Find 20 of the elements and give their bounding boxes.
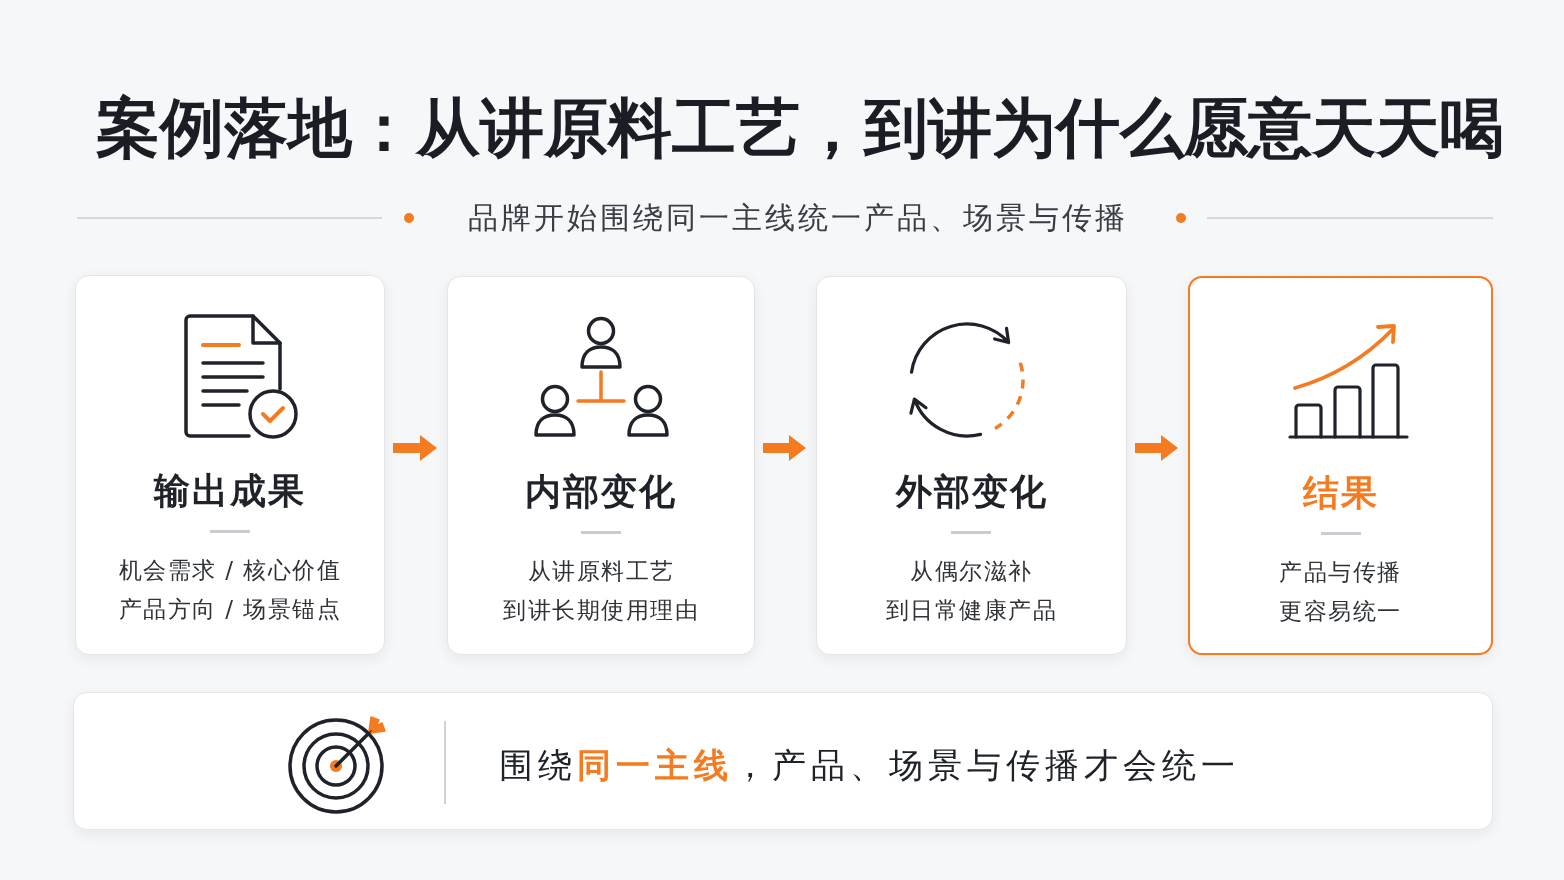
card-title: 输出成果 <box>154 469 306 513</box>
subtitle: 品牌开始围绕同一主线统一产品、场景与传播 <box>468 199 1128 237</box>
card-text: 机会需求 / 核心价值 <box>118 556 342 585</box>
card-text: 从讲原料工艺到讲长期使用理由 <box>503 557 699 625</box>
card-title: 内部变化 <box>525 470 677 514</box>
title: 案例落地：从讲原料工艺，到讲为什么愿意天天喝 <box>96 90 1504 166</box>
card-title: 外部变化 <box>895 470 1048 514</box>
step-card <box>816 276 1127 655</box>
summary-banner <box>73 692 1493 830</box>
step-card <box>447 276 755 655</box>
step-card <box>75 275 385 655</box>
card-title: 结果 <box>1302 471 1379 515</box>
card-text: 从偶尔滋补到日常健康产品 <box>885 557 1058 625</box>
arrow <box>1135 435 1178 461</box>
arrow <box>763 435 806 461</box>
step-card <box>1188 276 1493 655</box>
card-text: 产品方向 / 场景锚点 <box>118 595 342 624</box>
card-text: 产品与传播更容易统一 <box>1279 558 1402 626</box>
arrow <box>393 435 437 461</box>
summary-text: 围绕同一主线，产品、场景与传播才会统一 <box>499 744 1240 787</box>
